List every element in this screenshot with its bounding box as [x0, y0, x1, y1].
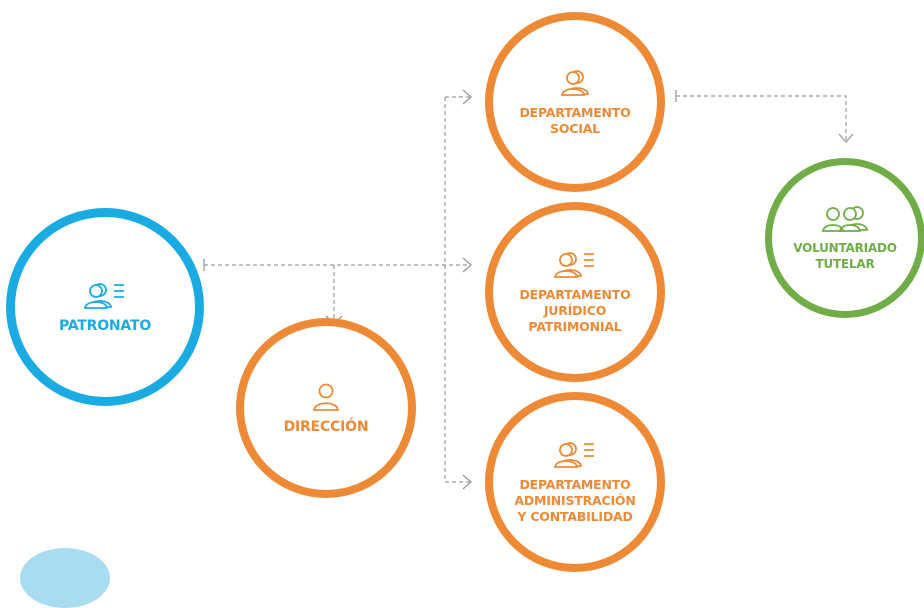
label-line: ADMINISTRACIÓN [514, 493, 636, 508]
label-line: PATRONATO [58, 318, 152, 334]
node-voluntariado-tutelar: VOLUNTARIADO TUTELAR [765, 158, 924, 318]
decorative-blob [20, 548, 110, 608]
crowd-icon [821, 206, 869, 232]
connector-to-voluntariado [676, 95, 847, 140]
label-line: PATRIMONIAL [528, 319, 622, 334]
node-label: VOLUNTARIADO TUTELAR [793, 240, 897, 272]
group-list-icon [553, 252, 594, 278]
node-label: PATRONATO [59, 318, 151, 334]
group-icon [560, 70, 590, 96]
label-line: JURÍDICO [543, 303, 607, 318]
arrow-head-admin [462, 474, 472, 490]
node-label: DEPARTAMENTO SOCIAL [519, 105, 630, 137]
node-patronato: PATRONATO [6, 208, 204, 406]
arrow-head-juridico [462, 257, 472, 273]
arrow-head-social [462, 89, 472, 105]
node-departamento-social: DEPARTAMENTO SOCIAL [485, 12, 665, 192]
node-departamento-administracion: DEPARTAMENTO ADMINISTRACIÓN Y CONTABILID… [485, 392, 665, 572]
node-label: DEPARTAMENTO JURÍDICO PATRIMONIAL [519, 287, 630, 335]
node-label: DEPARTAMENTO ADMINISTRACIÓN Y CONTABILID… [514, 477, 635, 525]
label-line: SOCIAL [550, 121, 600, 136]
label-line: DEPARTAMENTO [519, 105, 631, 120]
arrow-head-voluntariado [838, 133, 854, 143]
label-line: TUTELAR [815, 257, 875, 271]
label-line: DEPARTAMENTO [519, 287, 631, 302]
label-line: VOLUNTARIADO [793, 241, 897, 255]
label-line: Y CONTABILIDAD [517, 509, 633, 524]
node-direccion: DIRECCIÓN [236, 318, 416, 498]
label-line: DIRECCIÓN [283, 419, 369, 435]
group-list-icon [83, 283, 124, 309]
group-list-icon [553, 442, 594, 468]
node-label: DIRECCIÓN [284, 419, 369, 435]
org-chart-diagram: PATRONATO DIRECCIÓN DEPARTAMENTO SOCIAL [6, 12, 924, 608]
label-line: DEPARTAMENTO [519, 477, 631, 492]
node-departamento-juridico: DEPARTAMENTO JURÍDICO PATRIMONIAL [485, 202, 665, 382]
person-icon [312, 383, 340, 411]
